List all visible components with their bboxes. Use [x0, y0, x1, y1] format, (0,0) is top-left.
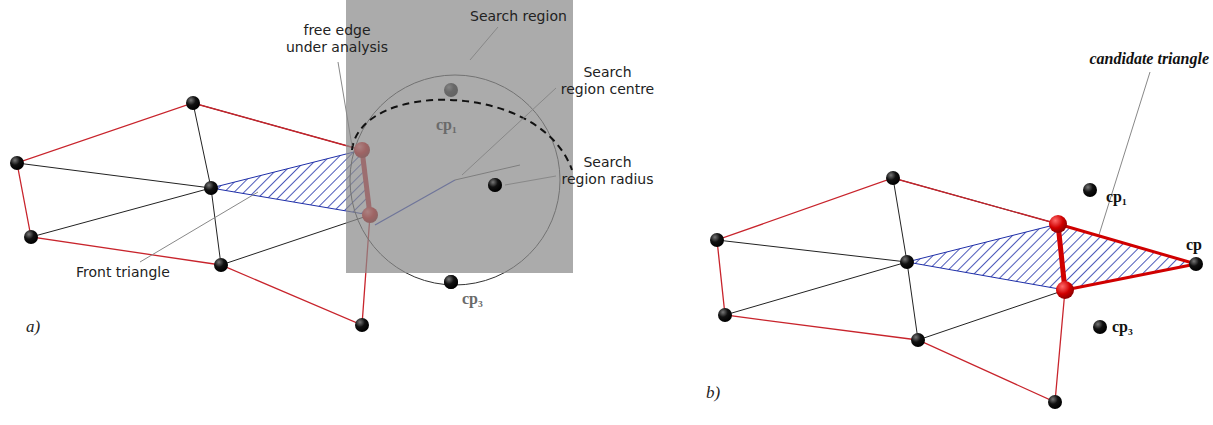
callout-label: candidate triangle	[1089, 50, 1209, 67]
mesh-b	[710, 171, 1203, 409]
point-label: cp₃	[462, 290, 483, 307]
mesh-a	[10, 96, 370, 332]
point-label: cp₃	[1112, 318, 1133, 335]
leader-lines	[140, 27, 1150, 262]
panel-label: b)	[706, 384, 720, 401]
search-boundary	[352, 100, 572, 170]
callout-label: Search region radius	[560, 154, 655, 188]
callout-label: free edge under analysis	[282, 22, 392, 56]
callout-label: Front triangle	[76, 264, 170, 281]
point-label: cp₁	[1106, 188, 1127, 205]
callout-label: Search region	[470, 8, 567, 25]
point-label: cp	[1186, 236, 1202, 253]
callout-label: Search region centre	[560, 64, 655, 98]
panel-label: a)	[26, 318, 40, 335]
point-label: cp₁	[436, 116, 457, 133]
